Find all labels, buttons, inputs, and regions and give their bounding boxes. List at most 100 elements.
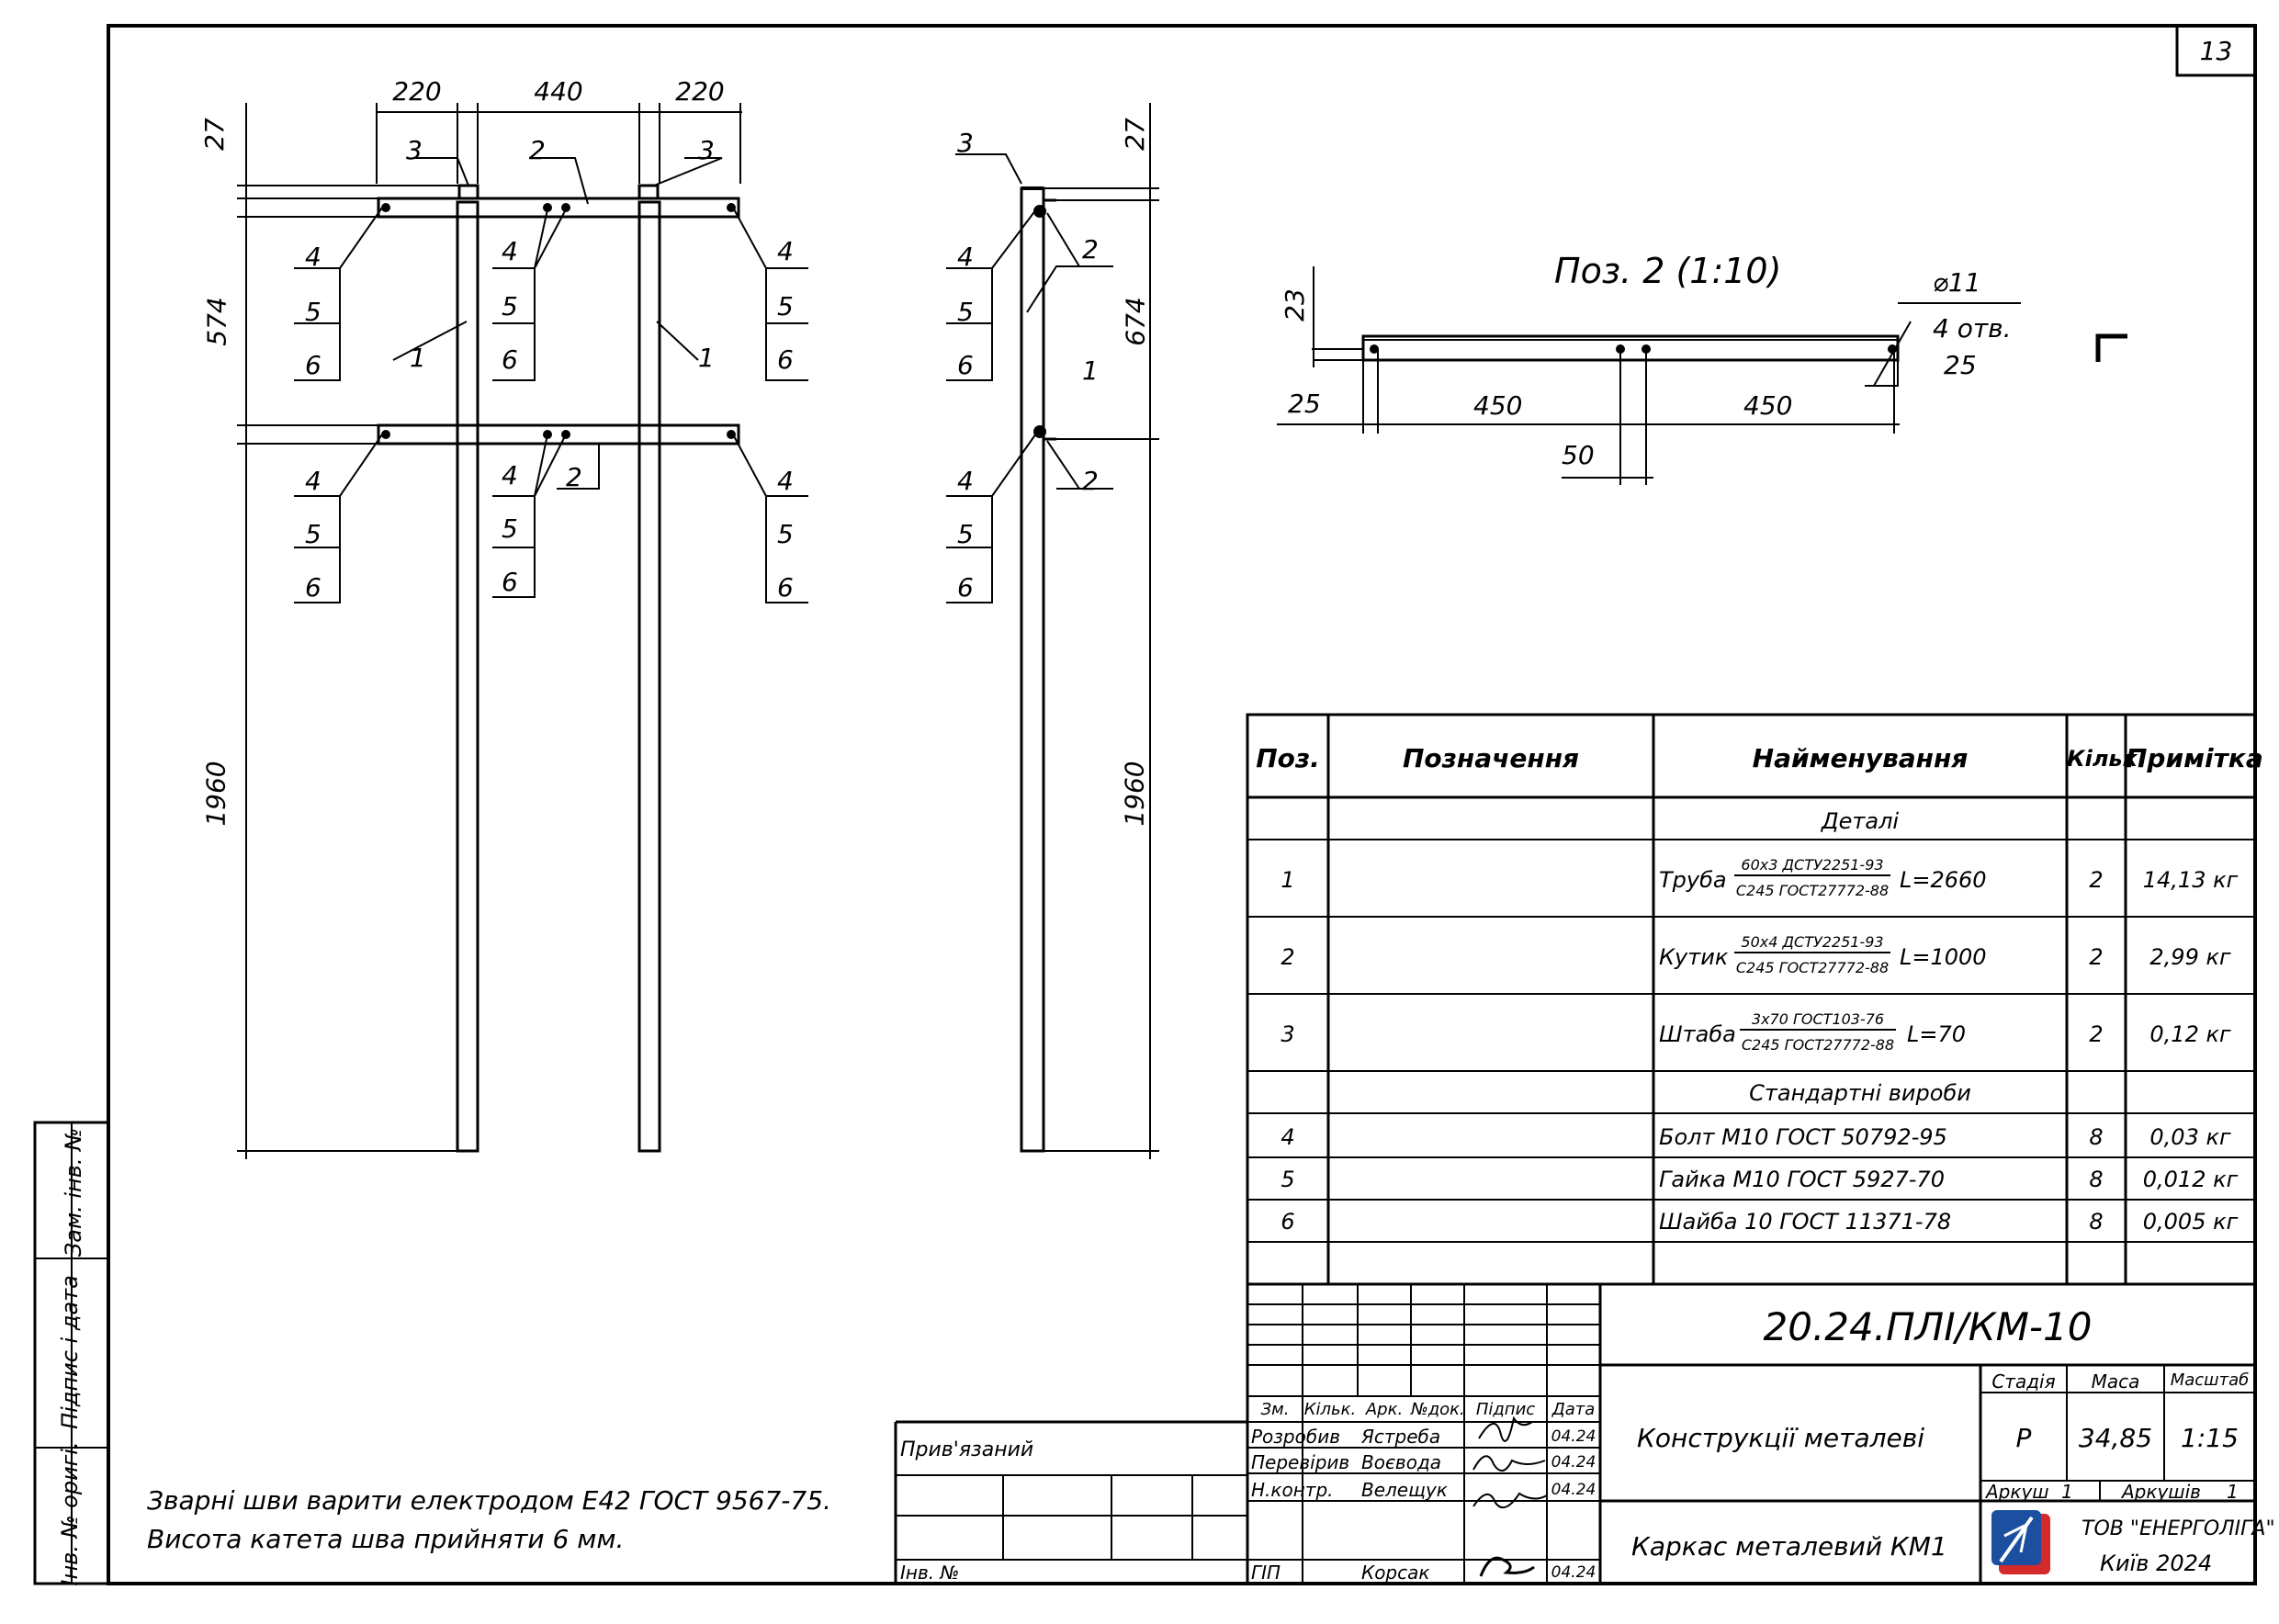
callout-4: 4 xyxy=(777,466,794,496)
col-sheet: Арк. xyxy=(1365,1400,1404,1419)
dim-top-right: 220 xyxy=(675,76,725,107)
mass-label: Маса xyxy=(2091,1370,2140,1393)
callout-5: 5 xyxy=(502,291,518,321)
scale-label: Масштаб xyxy=(2170,1370,2250,1390)
row-frac-bottom: C245 ГОСТ27772-88 xyxy=(1735,959,1890,976)
header-pos: Поз. xyxy=(1256,743,1320,773)
detail-dim-center: 50 xyxy=(1562,440,1595,470)
side-dim-1960: 1960 xyxy=(1119,761,1150,827)
row-qty: 2 xyxy=(2089,1021,2104,1047)
inv-label: Інв. № xyxy=(900,1562,960,1584)
callout-4: 4 xyxy=(957,242,974,272)
callout-4: 4 xyxy=(502,460,518,491)
row-pos: 1 xyxy=(1281,867,1295,893)
header-note: Примітка xyxy=(2126,743,2263,773)
row-pos: 5 xyxy=(1281,1167,1295,1192)
row-name: Труба xyxy=(1659,867,1727,893)
callout-5: 5 xyxy=(957,519,974,549)
row-qty: 2 xyxy=(2089,944,2104,970)
row-note: 2,99 кг xyxy=(2149,944,2231,970)
sheet-label: Аркуш xyxy=(1986,1481,2049,1503)
company-logo xyxy=(1991,1510,2050,1574)
side-callout-2-lower: 2 xyxy=(1082,466,1099,496)
sig-name: Корсак xyxy=(1361,1562,1430,1584)
callout-4: 4 xyxy=(957,466,974,496)
sig-date: 04.24 xyxy=(1551,1481,1596,1499)
detail-dim-span-left: 450 xyxy=(1473,390,1523,421)
callout-6: 6 xyxy=(777,572,794,603)
company-name: ТОВ "ЕНЕРГОЛІГА" xyxy=(2082,1517,2275,1540)
row-length: L=1000 xyxy=(1900,944,1987,970)
row-length: L=2660 xyxy=(1900,867,1987,893)
section-title: Конструкції металеві xyxy=(1637,1423,1925,1453)
sig-role: Розробив xyxy=(1251,1426,1340,1448)
callout-5: 5 xyxy=(502,513,518,544)
sig-date: 04.24 xyxy=(1551,1427,1596,1446)
callout-6: 6 xyxy=(305,350,322,380)
dim-top-left: 220 xyxy=(392,76,442,107)
side-callout-2-upper: 2 xyxy=(1082,234,1099,265)
row-note: 14,13 кг xyxy=(2142,867,2239,893)
row-pos: 6 xyxy=(1281,1209,1295,1235)
callout-3-right: 3 xyxy=(698,135,715,165)
col-date: Дата xyxy=(1551,1400,1596,1419)
row-note: 0,005 кг xyxy=(2142,1209,2239,1235)
side-dim-27: 27 xyxy=(1119,118,1150,151)
row-name: Кутик xyxy=(1659,944,1729,970)
row-frac-bottom: C245 ГОСТ27772-88 xyxy=(1735,882,1890,899)
callout-6: 6 xyxy=(502,567,518,597)
detail-title: Поз. 2 (1:10) xyxy=(1554,251,1782,291)
detail-holes-count: 4 отв. xyxy=(1933,313,2012,344)
callout-5: 5 xyxy=(777,291,794,321)
city-year: Київ 2024 xyxy=(2100,1551,2213,1576)
row-note: 0,12 кг xyxy=(2149,1021,2231,1047)
sheet-number: 13 xyxy=(2199,36,2233,66)
row-name: Шайба 10 ГОСТ 11371-78 xyxy=(1659,1209,1952,1235)
callout-1-left: 1 xyxy=(410,343,426,373)
callout-2-top: 2 xyxy=(529,135,546,165)
callout-3-left: 3 xyxy=(406,135,423,165)
col-signature: Підпис xyxy=(1475,1400,1536,1419)
callout-4: 4 xyxy=(305,466,322,496)
section-details: Деталі xyxy=(1821,808,1900,834)
row-length: L=70 xyxy=(1907,1021,1967,1047)
callout-5: 5 xyxy=(777,519,794,549)
callout-1-right: 1 xyxy=(698,343,715,373)
stage-label: Стадія xyxy=(1991,1370,2056,1393)
side-callout-3: 3 xyxy=(957,128,974,158)
row-frac-top: 50x4 ДСТУ2251-93 xyxy=(1734,935,1890,953)
sheets-value: 1 xyxy=(2227,1481,2239,1503)
header-name: Найменування xyxy=(1752,743,1969,773)
callout-6: 6 xyxy=(502,344,518,375)
dim-left-27: 27 xyxy=(198,118,230,151)
header-qty: Кільк. xyxy=(2067,746,2147,772)
sig-name: Воєвода xyxy=(1361,1451,1442,1473)
row-frac-bottom: C245 ГОСТ27772-88 xyxy=(1741,1036,1895,1054)
sig-role: Н.контр. xyxy=(1251,1479,1334,1501)
row-qty: 8 xyxy=(2089,1167,2104,1192)
original-inv-no-label: Інв. № оригі. xyxy=(57,1441,83,1586)
sig-role: ГІП xyxy=(1251,1562,1281,1584)
callout-2-lower: 2 xyxy=(566,462,582,492)
detail-hole-dia: ⌀11 xyxy=(1933,267,1981,298)
row-frac-top: 3x70 ГОСТ103-76 xyxy=(1740,1012,1896,1031)
col-change: Зм. xyxy=(1260,1400,1290,1419)
sheets-label: Аркушів xyxy=(2122,1481,2201,1503)
sig-role: Перевірив xyxy=(1251,1451,1350,1473)
col-doc: №док. xyxy=(1411,1400,1465,1419)
row-pos: 3 xyxy=(1281,1021,1295,1047)
callout-6: 6 xyxy=(957,572,974,603)
row-pos: 2 xyxy=(1281,944,1295,970)
header-designation: Позначення xyxy=(1402,743,1580,773)
callout-4: 4 xyxy=(502,236,518,266)
sig-name: Ястреба xyxy=(1361,1426,1441,1448)
callout-5: 5 xyxy=(305,519,322,549)
row-qty: 2 xyxy=(2089,867,2104,893)
sheet-value: 1 xyxy=(2061,1481,2073,1503)
detail-dim-height: 23 xyxy=(1279,288,1310,321)
welding-note-line-2: Висота катета шва прийняти 6 мм. xyxy=(147,1524,625,1554)
sig-date: 04.24 xyxy=(1551,1563,1596,1582)
scale-value: 1:15 xyxy=(2181,1423,2239,1453)
